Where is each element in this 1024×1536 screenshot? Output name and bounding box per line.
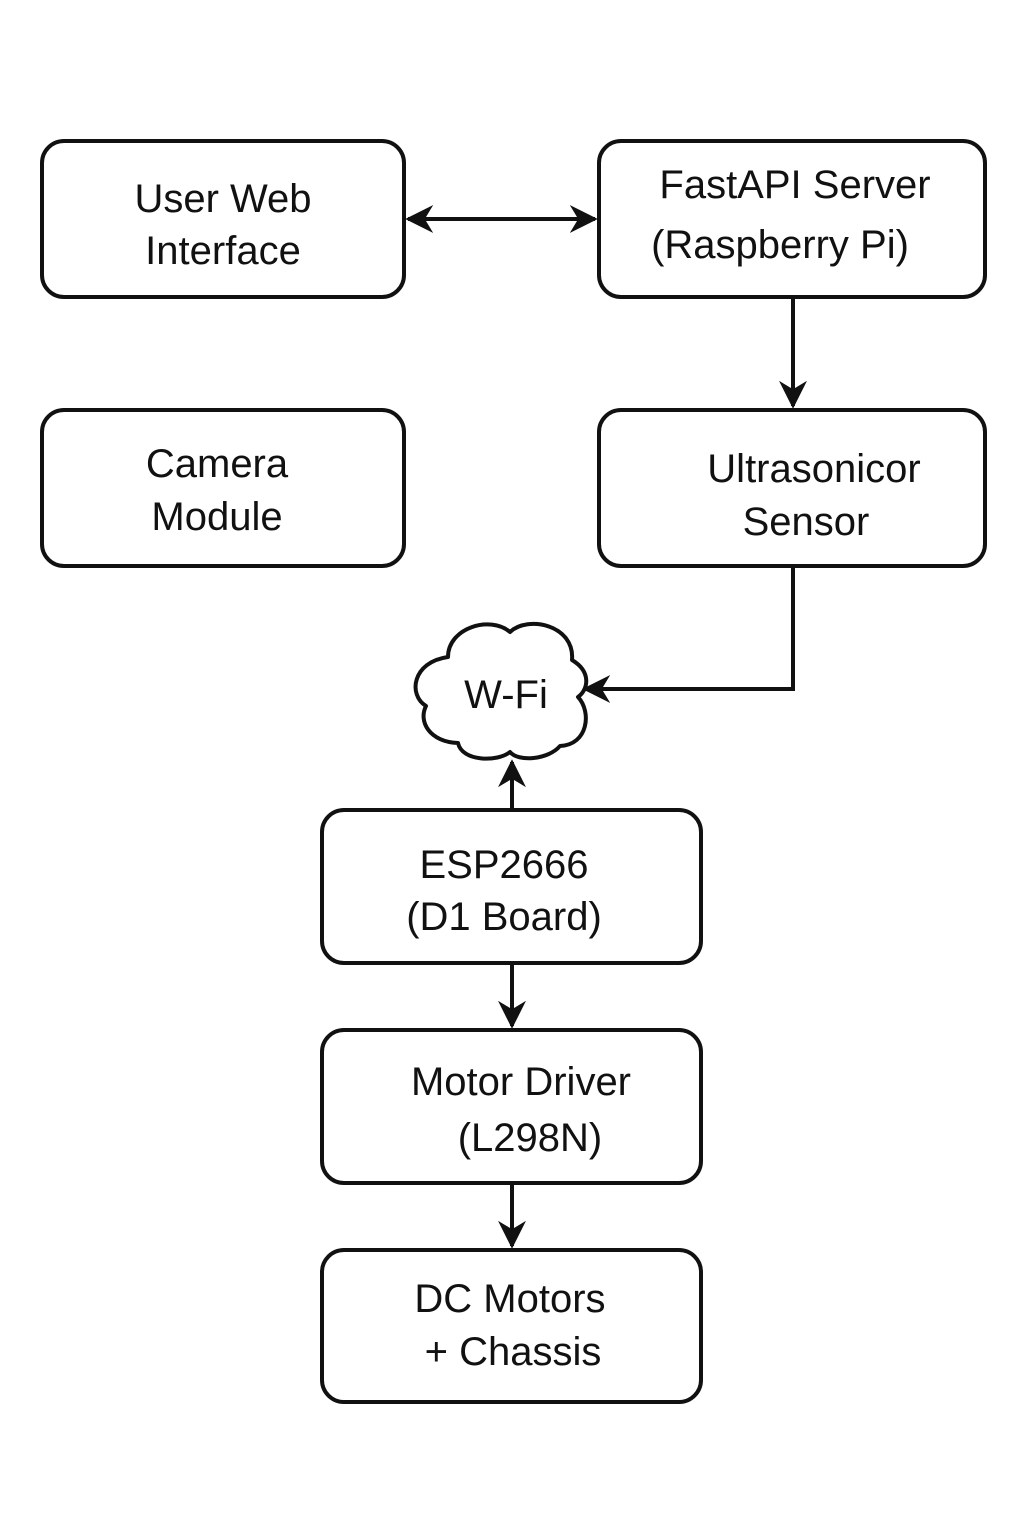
- node-label-line2: + Chassis: [425, 1330, 602, 1374]
- node-label-line2: (D1 Board): [406, 895, 602, 939]
- node-fastapi-server: FastAPI Server (Raspberry Pi): [597, 139, 987, 299]
- node-dc-motors: DC Motors + Chassis: [320, 1248, 703, 1404]
- node-label-line2: Sensor: [743, 500, 870, 544]
- node-label-line1: Camera: [146, 442, 289, 486]
- node-label-line1: Ultrasonicor: [707, 447, 920, 491]
- node-user-web-interface: User Web Interface: [40, 139, 406, 299]
- node-label-line2: (L298N): [458, 1116, 603, 1160]
- node-label-line2: Interface: [145, 229, 301, 273]
- node-label-line1: FastAPI Server: [659, 163, 930, 207]
- node-label-line1: DC Motors: [414, 1277, 605, 1321]
- node-camera-module: Camera Module: [40, 408, 406, 568]
- node-label-line1: User Web: [134, 177, 311, 221]
- node-label-line2: Module: [151, 495, 282, 539]
- node-esp-board: ESP2666 (D1 Board): [320, 808, 703, 965]
- node-motor-driver: Motor Driver (L298N): [320, 1028, 703, 1185]
- node-label-line1: ESP2666: [419, 843, 588, 887]
- node-ultrasonic-sensor: Ultrasonicor Sensor: [597, 408, 987, 568]
- cloud-icon: [413, 622, 589, 761]
- edge-ultrasonic-wifi: [582, 568, 795, 703]
- node-label: W-Fi: [464, 673, 548, 717]
- node-wifi-cloud: W-Fi: [413, 622, 589, 761]
- node-label-line2: (Raspberry Pi): [651, 223, 909, 267]
- node-label-line1: Motor Driver: [411, 1060, 631, 1104]
